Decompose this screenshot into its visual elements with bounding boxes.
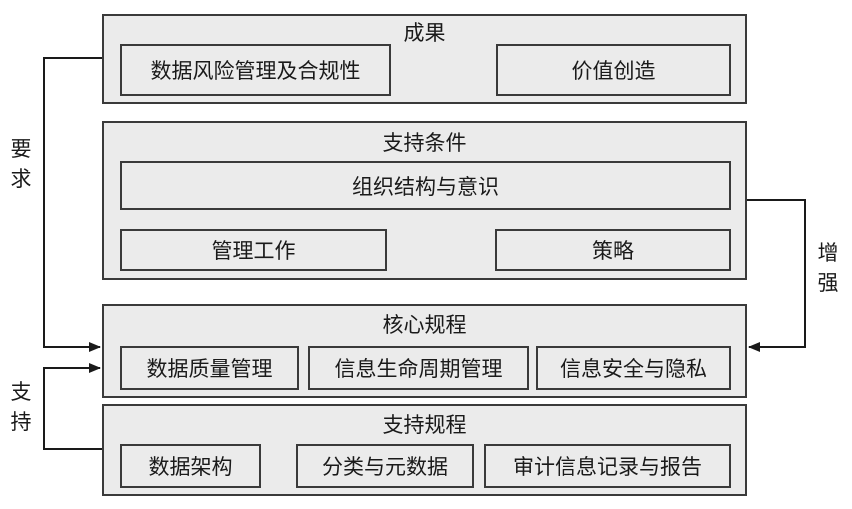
core-disciplines-panel: 核心规程 数据质量管理 信息生命周期管理 信息安全与隐私	[102, 304, 747, 398]
core-security-privacy: 信息安全与隐私	[536, 346, 731, 390]
enabling-conditions-panel: 支持条件 组织结构与意识 管理工作 策略	[102, 121, 747, 280]
supports-char-1: 支	[10, 380, 32, 404]
condition-organization-awareness: 组织结构与意识	[120, 161, 731, 210]
supports-label: 支 持	[8, 377, 34, 437]
condition-stewardship: 管理工作	[120, 229, 387, 271]
core-data-quality: 数据质量管理	[120, 346, 299, 390]
supporting-disciplines-panel: 支持规程 数据架构 分类与元数据 审计信息记录与报告	[102, 404, 747, 496]
supports-char-2: 持	[10, 410, 32, 434]
outcome-risk-compliance: 数据风险管理及合规性	[120, 44, 391, 96]
enhances-char-2: 强	[817, 271, 839, 295]
core-information-lifecycle: 信息生命周期管理	[308, 346, 529, 390]
outcomes-title: 成果	[403, 21, 446, 45]
core-disciplines-title: 核心规程	[382, 313, 467, 337]
enhances-label: 增 强	[815, 238, 841, 298]
outcome-value-creation: 价值创造	[496, 44, 731, 96]
requires-arrow	[43, 57, 102, 352]
support-audit-reporting: 审计信息记录与报告	[484, 444, 731, 488]
enhances-arrow	[747, 199, 806, 352]
support-data-architecture: 数据架构	[120, 444, 261, 488]
requires-char-2: 求	[10, 167, 32, 191]
requires-label: 要 求	[8, 134, 34, 194]
requires-char-1: 要	[10, 137, 32, 161]
supporting-disciplines-title: 支持规程	[382, 413, 467, 437]
enabling-conditions-title: 支持条件	[382, 131, 467, 155]
outcomes-panel: 成果 数据风险管理及合规性 价值创造	[102, 14, 747, 104]
supports-arrow	[43, 363, 102, 450]
enhances-char-1: 增	[817, 241, 839, 265]
support-classification-metadata: 分类与元数据	[296, 444, 474, 488]
condition-policy: 策略	[495, 229, 731, 271]
